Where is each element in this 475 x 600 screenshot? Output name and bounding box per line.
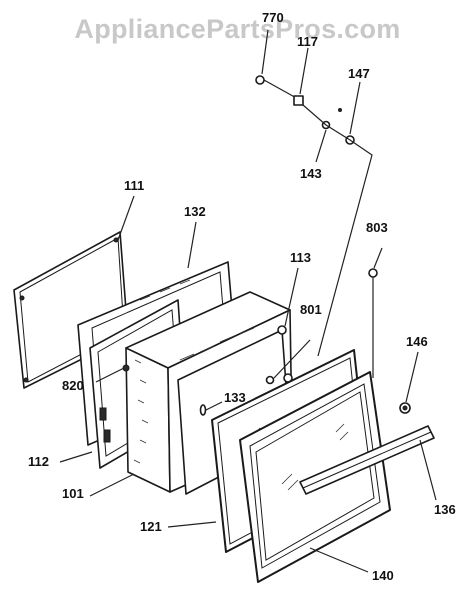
- part-136-handle: [299, 425, 435, 495]
- label-820: 820: [62, 378, 84, 393]
- label-111: 111: [124, 178, 144, 193]
- label-136: 136: [434, 502, 456, 517]
- part-803-screw: [368, 268, 378, 378]
- label-801: 801: [300, 302, 322, 317]
- label-140: 140: [372, 568, 394, 583]
- label-101: 101: [62, 486, 84, 501]
- label-146: 146: [406, 334, 428, 349]
- label-803: 803: [366, 220, 388, 235]
- label-121: 121: [140, 519, 162, 534]
- label-147: 147: [348, 66, 370, 81]
- watermark-text: AppliancePartsPros.com: [74, 14, 401, 44]
- label-143: 143: [300, 166, 322, 181]
- label-117: 117: [297, 34, 318, 49]
- label-133: 133: [224, 390, 246, 405]
- leader-lines: [59, 29, 437, 573]
- label-112: 112: [28, 454, 49, 469]
- part-117-block: [293, 95, 304, 106]
- label-132: 132: [184, 204, 206, 219]
- assembly-link-line: [302, 104, 373, 357]
- dot-marker: [338, 108, 342, 112]
- part-801-screw: [265, 375, 275, 385]
- part-133-clip: [199, 404, 207, 416]
- part-146-bushing: [399, 402, 411, 414]
- label-770: 770: [262, 10, 284, 25]
- label-113: 113: [290, 250, 311, 265]
